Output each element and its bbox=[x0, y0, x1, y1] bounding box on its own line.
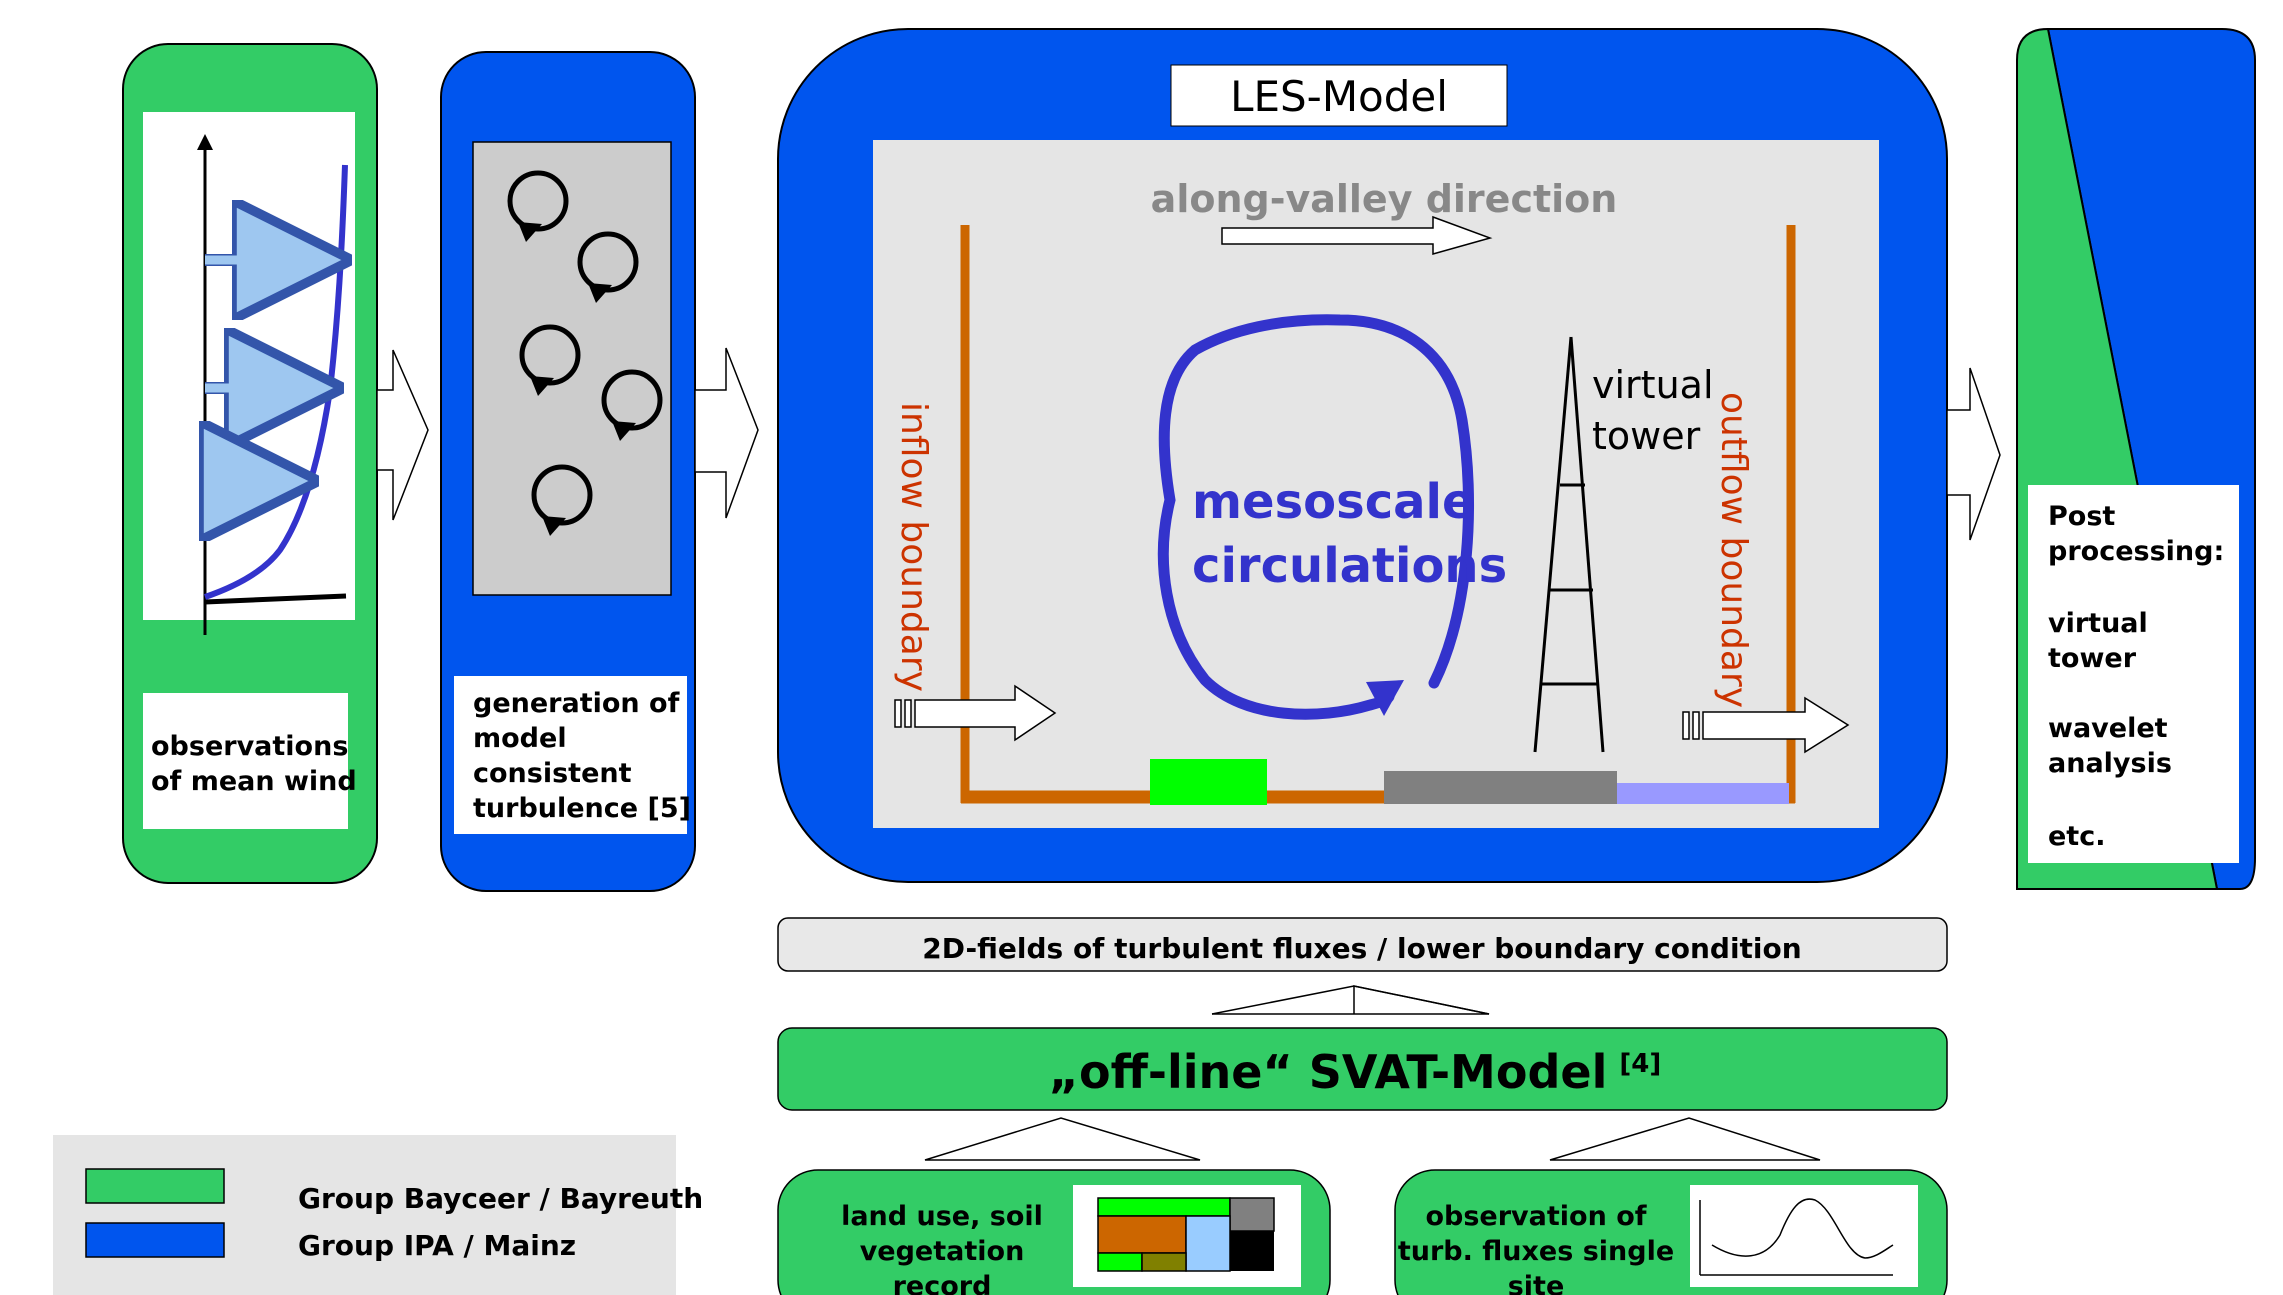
inflow-arrow-icon bbox=[914, 684, 1057, 742]
svat-ref: [4] bbox=[1619, 1049, 1661, 1079]
eddy-arrowhead-icon bbox=[542, 516, 566, 536]
post-line5: wavelet bbox=[2048, 713, 2168, 744]
legend-blue-label: Group IPA / Mainz bbox=[298, 1229, 576, 1262]
eddy-icon bbox=[577, 231, 639, 293]
landuse-line1: land use, soil bbox=[841, 1201, 1043, 1232]
eddy-icon bbox=[531, 464, 593, 526]
landuse-line2: vegetation bbox=[860, 1236, 1025, 1267]
obs-flux-line1: observation of bbox=[1425, 1201, 1646, 1232]
flux-observation-box: observation of turb. fluxes single site bbox=[1394, 1169, 1948, 1295]
flux-timeseries-icon bbox=[1699, 1198, 1894, 1276]
eddy-arrowhead-icon bbox=[530, 376, 554, 396]
eddy-arrowhead-icon bbox=[612, 421, 636, 441]
fluxes-bar bbox=[777, 917, 1948, 972]
legend: Group Bayceer / Bayreuth Group IPA / Mai… bbox=[53, 1135, 703, 1295]
turb-label-line1: generation of bbox=[473, 688, 680, 719]
obs-flux-line2: turb. fluxes single bbox=[1398, 1236, 1674, 1267]
post-processing-box bbox=[2028, 485, 2239, 863]
legend-swatch-green bbox=[85, 1168, 225, 1204]
tower-label-line1: virtual bbox=[1592, 363, 1714, 407]
legend-green-label: Group Bayceer / Bayreuth bbox=[298, 1182, 703, 1215]
les-title: LES-Model bbox=[1230, 72, 1448, 121]
post-line6: analysis bbox=[2048, 748, 2172, 779]
obs-flux-line3: site bbox=[1508, 1271, 1565, 1295]
post-line1: Post bbox=[2048, 501, 2115, 532]
les-model-panel: LES-Model along-valley direction inflow … bbox=[777, 28, 1948, 883]
along-valley-arrow-icon bbox=[1221, 215, 1493, 255]
mesoscale-circulation-loop bbox=[1157, 314, 1474, 720]
axis-arrowhead-icon bbox=[197, 134, 213, 150]
observations-panel: observations of mean wind bbox=[122, 43, 378, 884]
turb-label-line2: model bbox=[473, 723, 567, 754]
flow-arrow-icon bbox=[376, 349, 429, 521]
wind-profile-plot bbox=[143, 112, 355, 620]
eddy-arrowhead-icon bbox=[518, 222, 542, 242]
post-line4: tower bbox=[2048, 643, 2137, 674]
up-arrow-icon bbox=[924, 1117, 1201, 1161]
circulation-arrowhead-icon bbox=[1366, 680, 1404, 716]
ground-line bbox=[204, 593, 347, 605]
landuse-box: land use, soil vegetation record bbox=[777, 1169, 1331, 1295]
mesoscale-label-line1: mesoscale bbox=[1192, 474, 1475, 530]
landuse-map-icon bbox=[1097, 1197, 1275, 1272]
up-arrow-icon bbox=[1212, 985, 1490, 1015]
svat-model-label: „off-line“ SVAT-Model[4] bbox=[1049, 1045, 1661, 1099]
landuse-line3: record bbox=[893, 1271, 992, 1295]
turb-label-line3: consistent bbox=[473, 758, 632, 789]
surface-patch bbox=[1150, 759, 1267, 805]
outflow-arrow-icon bbox=[1702, 696, 1850, 754]
surface-patch bbox=[1384, 771, 1617, 804]
eddy-icon bbox=[519, 324, 581, 386]
post-line2: processing: bbox=[2048, 536, 2224, 567]
post-line7: etc. bbox=[2048, 821, 2105, 852]
fluxes-bar-label: 2D-fields of turbulent fluxes / lower bo… bbox=[922, 932, 1801, 965]
turbulence-panel: generation of model consistent turbulenc… bbox=[440, 51, 696, 892]
obs-label-line1: observations bbox=[151, 731, 348, 762]
post-line3: virtual bbox=[2048, 608, 2148, 639]
svat-model-box bbox=[777, 1027, 1948, 1111]
flow-arrow-icon bbox=[694, 347, 759, 519]
turb-label-line4: turbulence [5] bbox=[473, 793, 691, 824]
surface-patch bbox=[1617, 783, 1789, 804]
virtual-tower-icon bbox=[1533, 336, 1605, 753]
eddy-icon bbox=[507, 170, 569, 232]
mesoscale-label-line2: circulations bbox=[1192, 538, 1507, 594]
legend-swatch-blue bbox=[85, 1222, 225, 1258]
legend-box bbox=[53, 1135, 676, 1295]
post-processing-panel: Post processing: virtual tower wavelet a… bbox=[2016, 27, 2256, 890]
les-title-box bbox=[1170, 64, 1508, 127]
eddy-icon bbox=[601, 369, 663, 431]
tower-label-line2: tower bbox=[1592, 414, 1701, 458]
up-arrow-icon bbox=[1549, 1117, 1821, 1161]
obs-label-line2: of mean wind bbox=[151, 766, 357, 797]
along-valley-label: along-valley direction bbox=[1151, 177, 1618, 221]
inflow-boundary-label: inflow boundary bbox=[893, 402, 934, 692]
outflow-boundary-label: outflow boundary bbox=[1713, 392, 1754, 708]
eddy-arrowhead-icon bbox=[588, 283, 612, 303]
flow-arrow-icon bbox=[1946, 367, 2001, 541]
